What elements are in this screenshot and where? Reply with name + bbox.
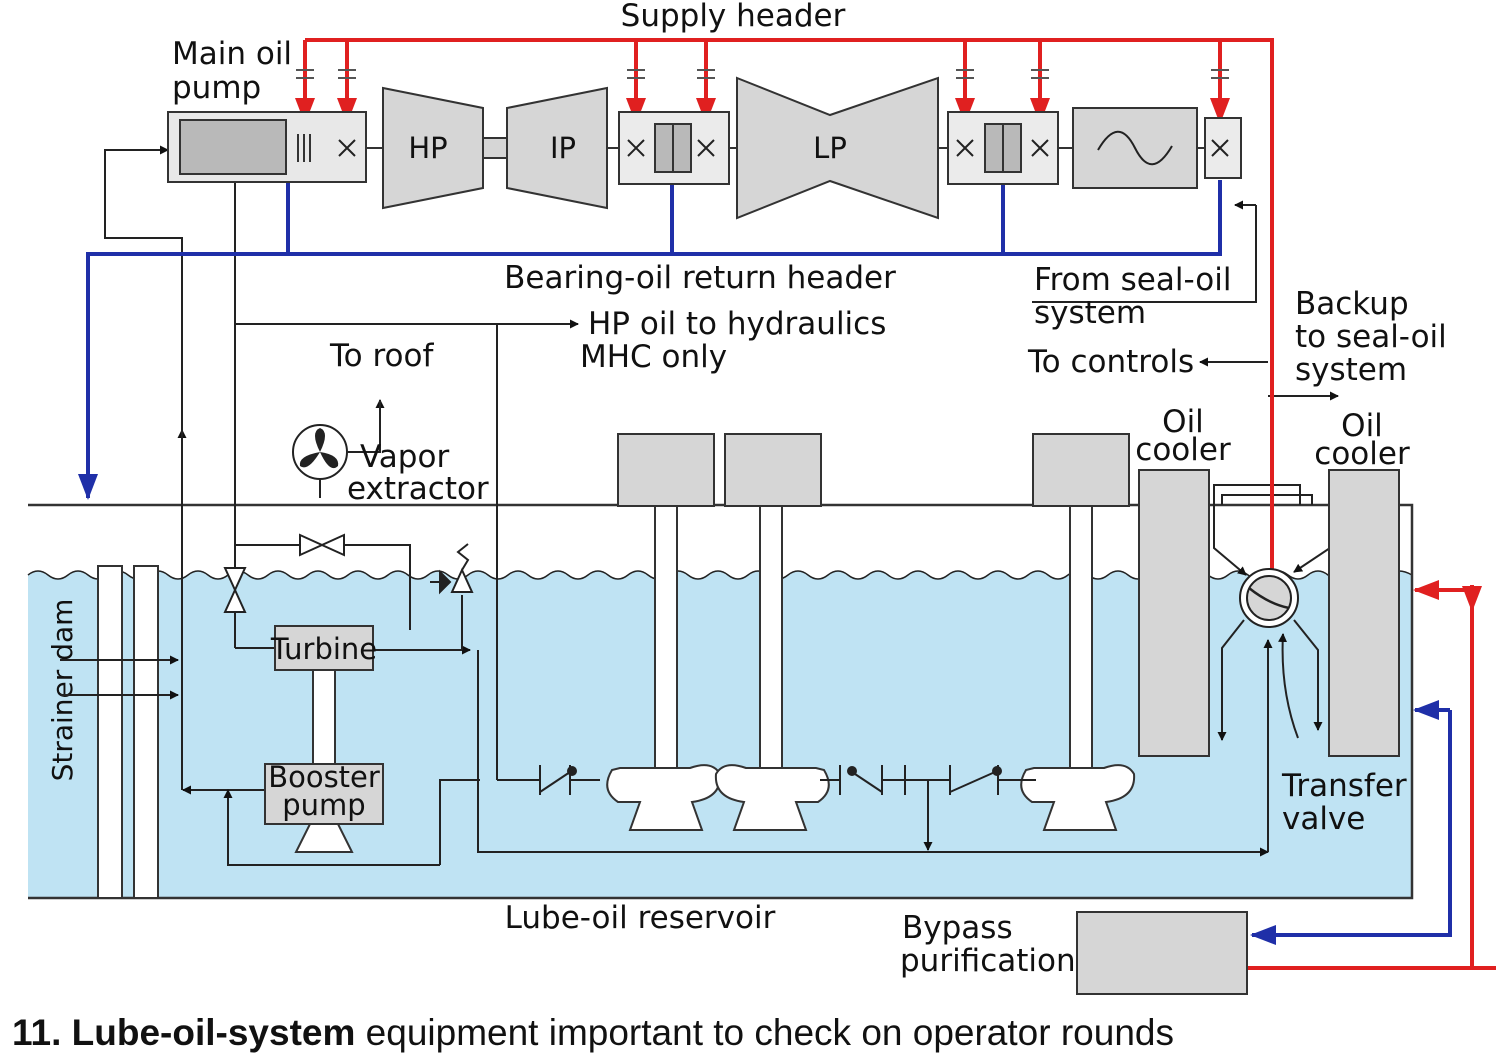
hp-label: HP (408, 131, 447, 165)
transfer-valve-label-1: Transfer (1281, 768, 1407, 804)
backup-label-2: to seal-oil (1295, 319, 1447, 355)
gate-valve-icon (299, 533, 345, 557)
transfer-valve-label-2: valve (1282, 801, 1365, 837)
generator-bearing (1204, 117, 1242, 179)
oil-cooler-label-1a: Oil (1162, 404, 1204, 440)
oil-cooler-label-2a: Oil (1341, 408, 1383, 444)
oil-cooler-2 (1328, 469, 1400, 757)
booster-label-1: Booster (268, 760, 380, 794)
reservoir-label: Lube-oil reservoir (505, 900, 776, 936)
generator (1072, 107, 1198, 189)
vapor-extractor (292, 424, 381, 480)
main-oil-pump-label-2: pump (172, 70, 261, 106)
caption-figure-number: 11. Lube-oil-system (12, 1012, 356, 1053)
to-controls-label: To controls (1027, 344, 1194, 380)
lp-label: LP (813, 131, 847, 165)
thin-piping (60, 145, 1339, 866)
lp-turbine: LP (736, 76, 939, 220)
from-seal-label-1: From seal-oil (1034, 262, 1231, 298)
main-oil-pump-label-1: Main oil (172, 36, 292, 72)
bypass-valve-icon (223, 567, 247, 613)
bearing-return-label: Bearing-oil return header (504, 260, 896, 296)
bypass-purification-unit (1076, 911, 1248, 995)
return-header-lines (78, 180, 1452, 945)
bearing-coupling-2 (947, 111, 1059, 185)
figure-caption: 11. Lube-oil-system equipment important … (12, 1010, 1492, 1056)
oil-cooler-1 (1138, 469, 1210, 757)
from-seal-label-2: system (1034, 295, 1146, 331)
strainer-dam: Strainer dam (46, 565, 159, 899)
transfer-valve (1239, 568, 1299, 628)
to-roof-label: To roof (329, 338, 434, 374)
backup-label-1: Backup (1295, 286, 1409, 322)
caption-text: equipment important to check on operator… (355, 1012, 1174, 1053)
main-oil-pump (167, 111, 367, 183)
check-valves (515, 765, 1036, 795)
ip-label: IP (550, 131, 576, 165)
valves (223, 533, 474, 613)
vertical-pump-3 (1020, 433, 1136, 831)
fan-icon (299, 428, 339, 469)
relief-valve-icon (450, 567, 474, 593)
strainer-dam-label: Strainer dam (46, 599, 79, 782)
supply-header-label: Supply header (621, 0, 846, 34)
vertical-pump-2 (714, 433, 830, 831)
ip-turbine: IP (506, 86, 608, 210)
vapor-extractor-label-2: extractor (347, 471, 489, 507)
lube-oil-system-diagram: Strainer dam (27, 0, 1496, 995)
turbine-label: Turbine (270, 632, 377, 666)
oil-cooler-label-2b: cooler (1314, 436, 1410, 472)
bypass-label-1: Bypass (902, 910, 1013, 946)
booster-label-2: pump (282, 788, 365, 822)
vapor-extractor-label-1: Vapor (360, 439, 449, 475)
hp-oil-label-2: MHC only (580, 339, 727, 375)
vertical-pump-1 (606, 433, 722, 831)
backup-label-3: system (1295, 352, 1407, 388)
hp-turbine: HP (382, 86, 508, 210)
orifice-marks (296, 69, 1229, 79)
hp-oil-label-1: HP oil to hydraulics (588, 306, 886, 342)
bearing-coupling-1 (618, 111, 730, 185)
bypass-label-2: purification (900, 943, 1076, 979)
turbine-booster-assembly: Turbine Booster pump (264, 625, 384, 853)
oil-cooler-label-1b: cooler (1135, 432, 1231, 468)
supply-header-lines (295, 38, 1496, 970)
